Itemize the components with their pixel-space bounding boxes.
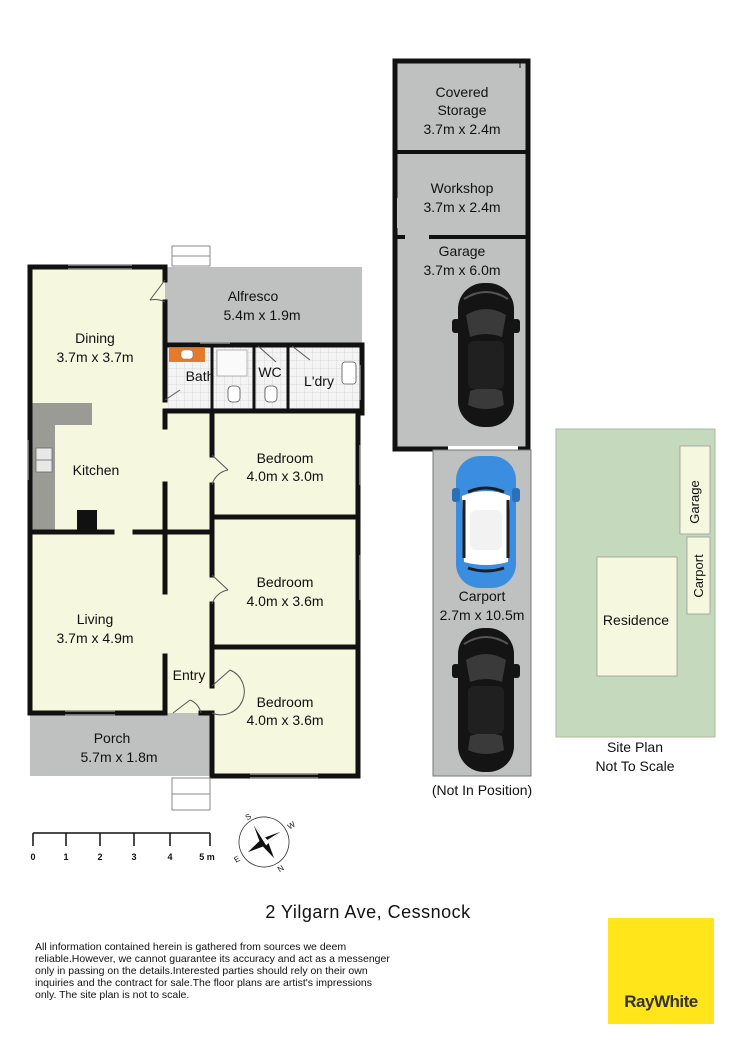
main-house: Alfresco 5.4m x 1.9m Dining 3.7m x 3.7m … <box>27 245 365 811</box>
cooktop-icon <box>77 510 97 530</box>
garage-size: 3.7m x 6.0m <box>423 262 500 278</box>
porch-size: 5.7m x 1.8m <box>80 749 157 765</box>
carport-black-car-icon <box>451 627 521 773</box>
dining-size: 3.7m x 3.7m <box>56 349 133 365</box>
site-residence-label: Residence <box>603 612 669 628</box>
raywhite-logo: RayWhite <box>608 918 714 1024</box>
living-size: 3.7m x 4.9m <box>56 630 133 646</box>
compass-west-label: E <box>232 854 241 864</box>
house-steps <box>171 245 211 811</box>
scale-bar: 0 1 2 3 4 5 m <box>30 832 215 862</box>
workshop-label: Workshop <box>431 180 494 196</box>
alfresco-floor <box>165 267 362 345</box>
covered-storage-size: 3.7m x 2.4m <box>423 121 500 137</box>
shower-icon <box>216 349 248 377</box>
bedroom-3-size: 4.0m x 3.6m <box>246 712 323 728</box>
house-walls <box>27 264 365 779</box>
property-address: 2 Yilgarn Ave, Cessnock <box>265 902 471 922</box>
compass-east-label: W <box>286 819 298 831</box>
alfresco-size: 5.4m x 1.9m <box>223 307 300 323</box>
site-plan: Garage Carport Residence Site Plan Not T… <box>555 428 716 774</box>
entry-label: Entry <box>173 667 206 683</box>
kitchen-bench <box>32 403 92 530</box>
covered-storage-label-line2: Storage <box>437 102 486 118</box>
disclaimer-text: All information contained herein is gath… <box>35 941 390 1001</box>
dining-label: Dining <box>75 330 115 346</box>
bedroom-3-label: Bedroom <box>257 694 314 710</box>
scale-tick-0: 0 <box>30 852 35 862</box>
hall-floor <box>165 413 212 713</box>
compass-north-label: S <box>244 812 253 822</box>
garage-room: Garage 3.7m x 6.0m <box>423 243 521 428</box>
living-label: Living <box>77 611 114 627</box>
carport-note: (Not In Position) <box>432 782 532 798</box>
kitchen-label: Kitchen <box>73 462 120 478</box>
bedroom-2-size: 4.0m x 3.6m <box>246 593 323 609</box>
covered-storage-label-line1: Covered <box>436 84 489 100</box>
bedroom-1-label: Bedroom <box>257 450 314 466</box>
carport-blue-car-icon <box>452 456 520 588</box>
carport-area: Carport 2.7m x 10.5m (Not In Position) <box>432 449 532 798</box>
scale-tick-5: 5 m <box>199 852 215 862</box>
garage-car-icon <box>451 282 521 428</box>
site-carport-label: Carport <box>691 554 706 598</box>
laundry-label: L'dry <box>304 373 334 389</box>
alfresco-label: Alfresco <box>228 288 279 304</box>
wc-label: WC <box>258 364 281 380</box>
bath-label: Bath <box>186 368 215 384</box>
workshop-room: Workshop 3.7m x 2.4m <box>423 180 500 215</box>
house-windows <box>27 264 361 779</box>
laundry-tub-icon <box>341 361 357 385</box>
bath-toilet-icon <box>227 385 241 403</box>
wc-toilet-icon <box>264 385 278 403</box>
bedroom-2-label: Bedroom <box>257 574 314 590</box>
door-swings <box>149 279 311 716</box>
bedroom-1-size: 4.0m x 3.0m <box>246 468 323 484</box>
scale-tick-2: 2 <box>97 852 102 862</box>
compass-south-label: N <box>276 863 286 874</box>
scale-tick-4: 4 <box>167 852 172 862</box>
floor-plan: Covered Storage 3.7m x 2.4m Workshop 3.7… <box>27 58 716 874</box>
porch-floor <box>30 713 212 776</box>
bedroom-wing-floor <box>212 413 358 776</box>
garage-label: Garage <box>439 243 486 259</box>
scale-tick-1: 1 <box>63 852 68 862</box>
carport-label: Carport <box>459 588 506 604</box>
site-plan-caption-line2: Not To Scale <box>595 758 674 774</box>
wet-area-walls <box>210 345 290 411</box>
site-garage-label: Garage <box>687 480 702 523</box>
raywhite-logo-text: RayWhite <box>624 992 698 1011</box>
scale-tick-3: 3 <box>131 852 136 862</box>
site-residence <box>596 556 678 677</box>
compass-icon: S W N E <box>232 812 298 874</box>
porch-label: Porch <box>94 730 131 746</box>
covered-storage-room: Covered Storage 3.7m x 2.4m <box>423 84 500 137</box>
carport-size: 2.7m x 10.5m <box>440 607 525 623</box>
site-carport <box>686 536 711 615</box>
site-plan-caption-line1: Site Plan <box>607 739 663 755</box>
site-garage <box>679 445 711 535</box>
workshop-size: 3.7m x 2.4m <box>423 199 500 215</box>
